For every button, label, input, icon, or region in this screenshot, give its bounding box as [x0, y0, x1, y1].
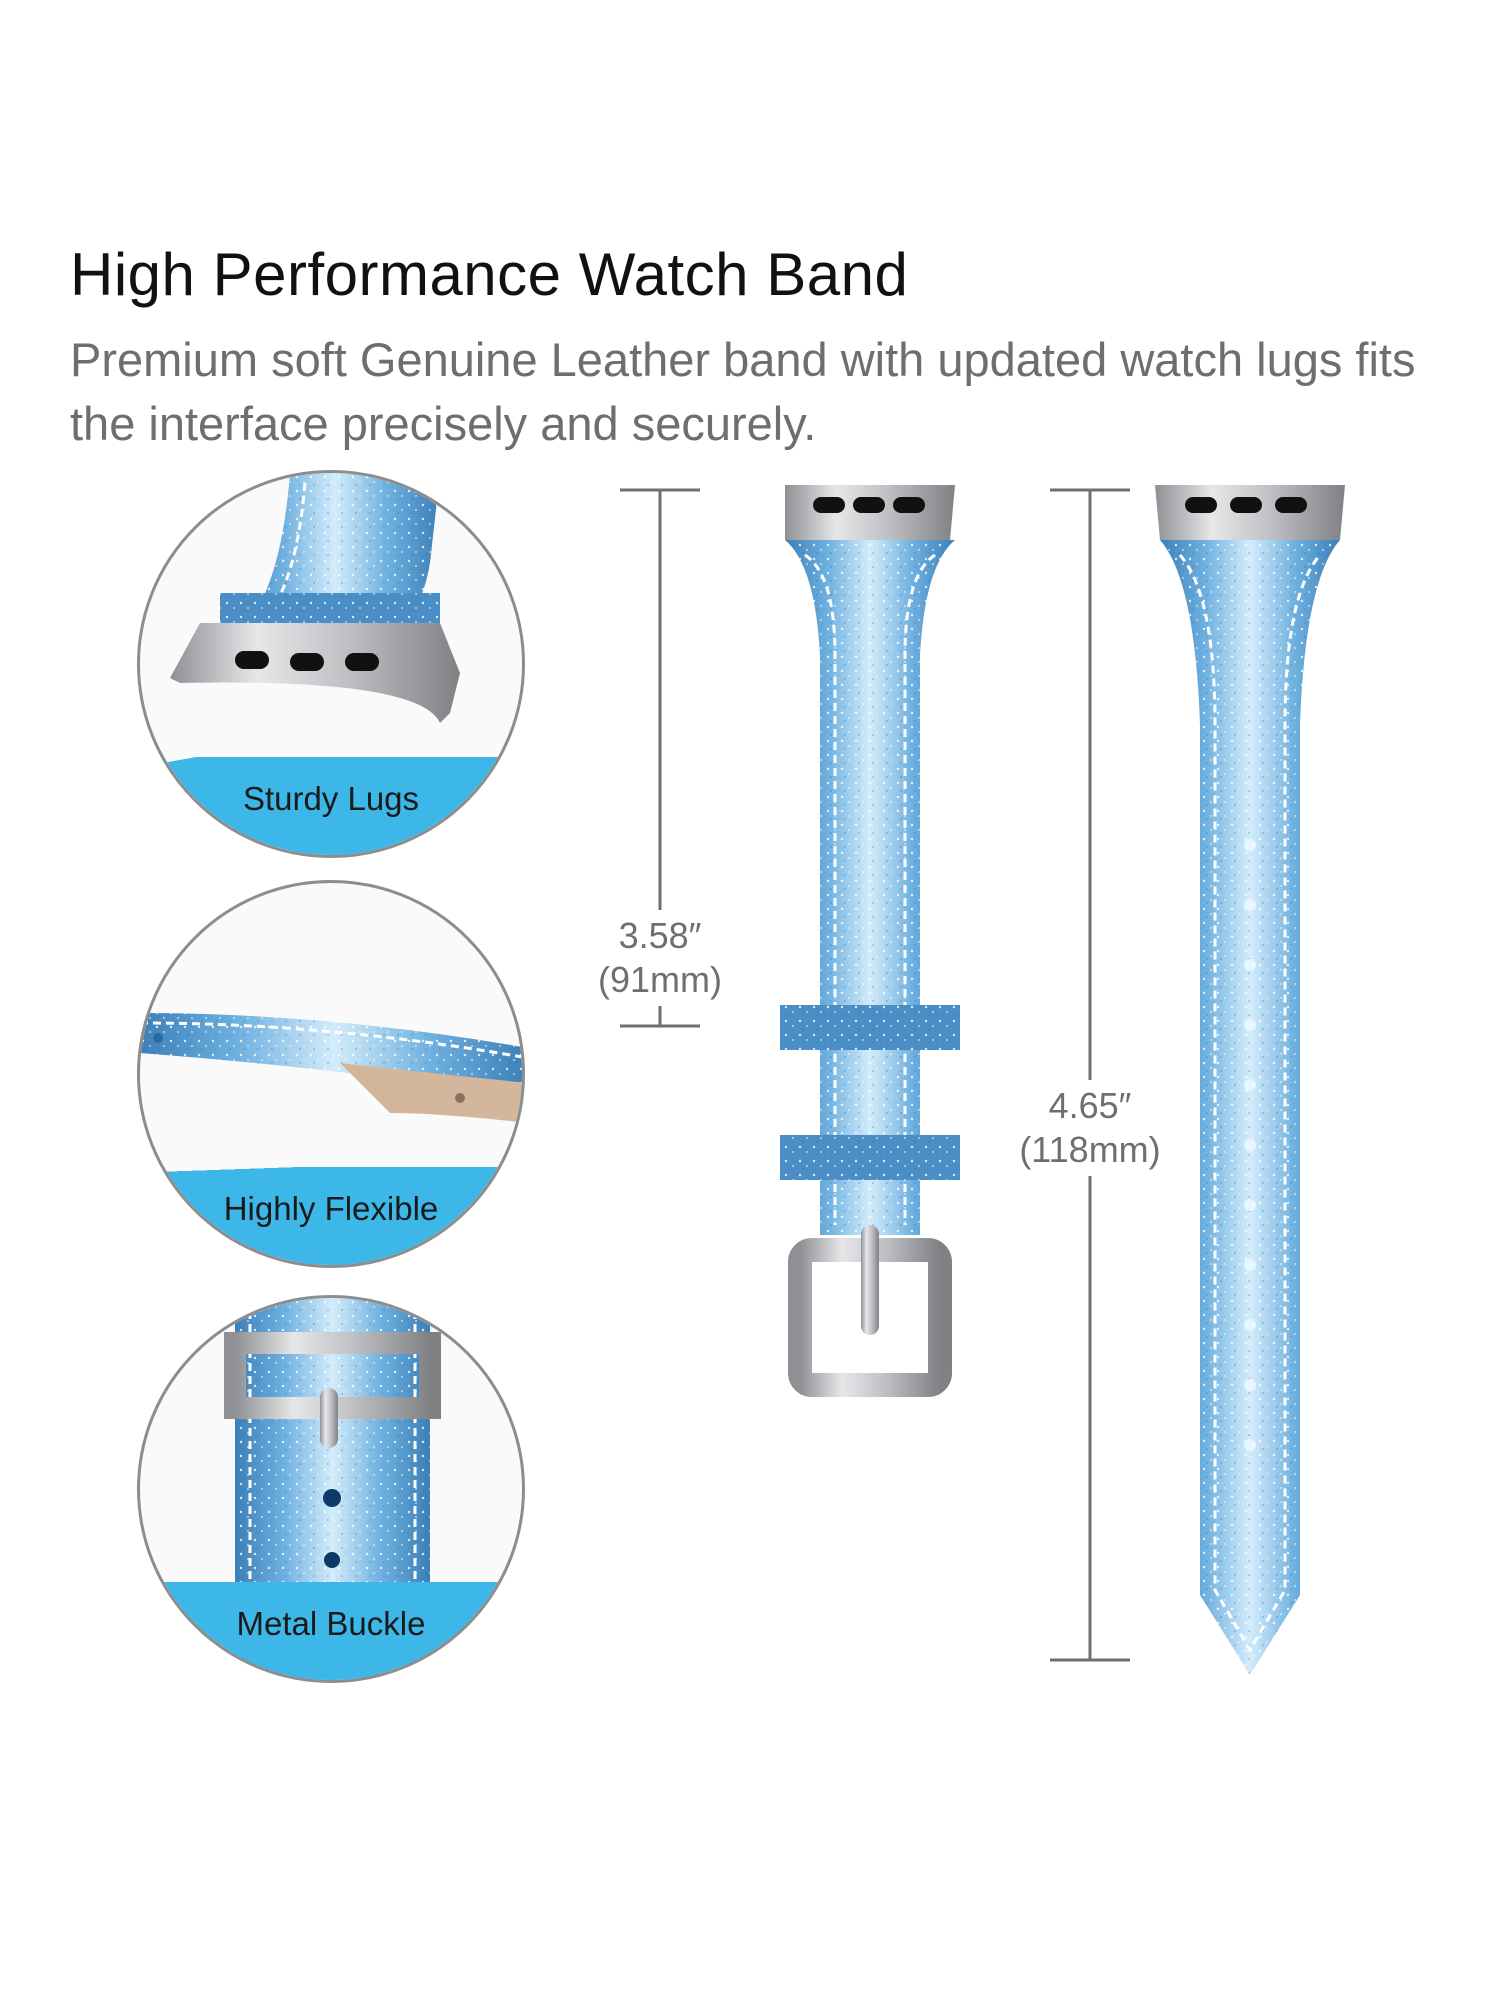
feature-highly-flexible: Highly Flexible: [137, 880, 525, 1268]
dimension-label-buckle-strap: 3.58″ (91mm): [580, 910, 740, 1006]
page-title: High Performance Watch Band: [70, 241, 909, 308]
dimension-inches: 4.65″: [1048, 1085, 1132, 1126]
flexible-strap-icon: [140, 1013, 522, 1123]
dimension-mm: (91mm): [598, 959, 722, 1000]
page-subtitle: Premium soft Genuine Leather band with u…: [70, 333, 1416, 450]
feature-label: Highly Flexible: [140, 1167, 522, 1265]
feature-metal-buckle: Metal Buckle: [137, 1295, 525, 1683]
hole-strap-image: [1155, 485, 1345, 1675]
dimension-line-hole-strap: [1050, 488, 1130, 1662]
feature-label: Sturdy Lugs: [140, 757, 522, 855]
lug-closeup-icon: [170, 473, 460, 723]
feature-label: Metal Buckle: [140, 1582, 522, 1680]
buckle-strap-image: [780, 485, 960, 1397]
dimension-mm: (118mm): [1019, 1129, 1161, 1170]
feature-sturdy-lugs: Sturdy Lugs: [137, 470, 525, 858]
dimension-label-hole-strap: 4.65″ (118mm): [1010, 1080, 1170, 1176]
dimension-inches: 3.58″: [618, 915, 702, 956]
